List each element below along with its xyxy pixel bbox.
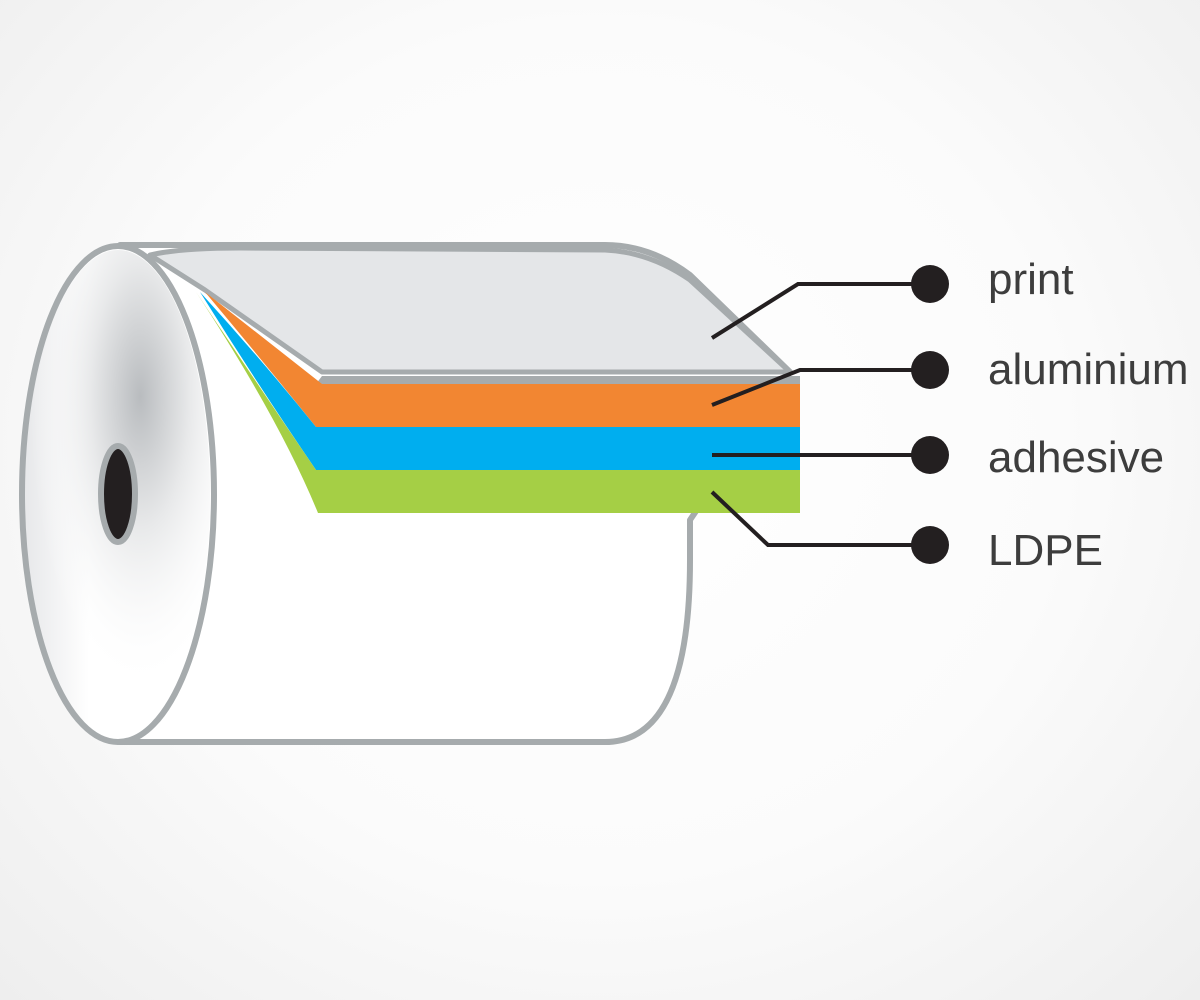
print-label: print [988, 255, 1074, 304]
adhesive-label: adhesive [988, 433, 1164, 482]
ldpe-layer [196, 292, 800, 513]
roll-core-hole [98, 443, 138, 545]
print-layer [147, 245, 793, 375]
print-leader-line [710, 282, 930, 340]
adhesive-leader-dot [911, 436, 949, 474]
aluminium-leader-line [711, 368, 930, 407]
ldpe-leader-dot [911, 526, 949, 564]
aluminium-label: aluminium [988, 345, 1189, 394]
aluminium-layer [205, 292, 800, 427]
adhesive-layer [200, 292, 800, 470]
aluminium-leader-dot [911, 351, 949, 389]
ldpe-label: LDPE [988, 526, 1103, 575]
print-leader-dot [911, 265, 949, 303]
ldpe-leader-line [710, 490, 930, 547]
print-layer-edge [316, 376, 800, 384]
